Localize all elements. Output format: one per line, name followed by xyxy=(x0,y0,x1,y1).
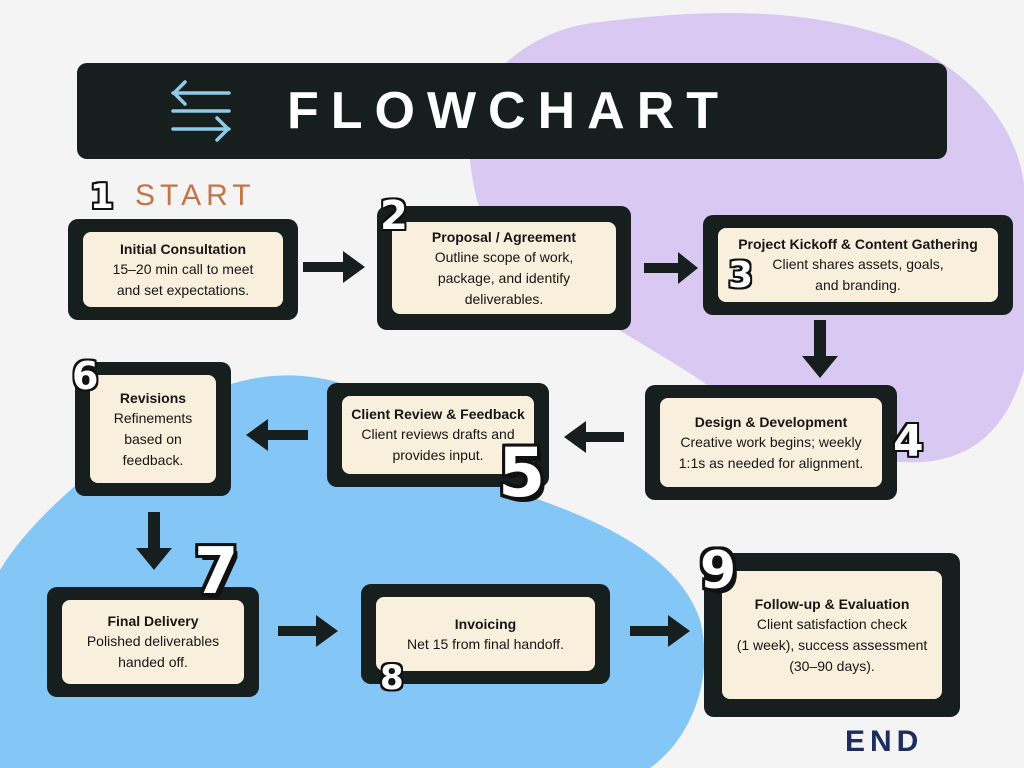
step-description: Creative work begins; weekly 1:1s as nee… xyxy=(678,433,864,471)
step-number-2: 2 xyxy=(380,193,408,239)
step-title: Final Delivery xyxy=(107,613,199,629)
step-box-3: Project Kickoff & Content Gathering Clie… xyxy=(703,215,1013,315)
step-card: Follow-up & Evaluation Client satisfacti… xyxy=(722,571,942,699)
step-card: Design & Development Creative work begin… xyxy=(660,398,882,487)
step-box-7: Final Delivery Polished deliverables han… xyxy=(47,587,259,697)
step-card: Initial Consultation 15–20 min call to m… xyxy=(83,232,283,307)
step-title: Invoicing xyxy=(454,615,517,632)
step-box-5: Client Review & Feedback Client reviews … xyxy=(327,383,549,487)
step-box-6: Revisions Refinements based on feedback. xyxy=(75,362,231,496)
step-title: Initial Consultation xyxy=(120,240,246,257)
step-card: Proposal / Agreement Outline scope of wo… xyxy=(392,222,616,314)
step-number-9: 9 xyxy=(700,541,737,601)
step-box-2: Proposal / Agreement Outline scope of wo… xyxy=(377,206,631,330)
title-banner: FLOWCHART xyxy=(77,63,947,159)
step-box-4: Design & Development Creative work begin… xyxy=(645,385,897,500)
step-description: Client reviews drafts and provides input… xyxy=(361,426,515,463)
step-description: Client shares assets, goals, and brandin… xyxy=(772,256,944,293)
step-box-8: Invoicing Net 15 from final handoff. xyxy=(361,584,610,684)
step-card: Final Delivery Polished deliverables han… xyxy=(62,600,244,684)
arrow-left-icon xyxy=(564,421,624,453)
arrow-right-icon xyxy=(278,615,338,647)
swap-arrows-icon xyxy=(171,80,231,142)
step-description: Polished deliverables handed off. xyxy=(86,633,220,670)
step-title: Project Kickoff & Content Gathering xyxy=(738,236,978,252)
start-label: START xyxy=(135,179,256,212)
step-number-3: 3 xyxy=(728,255,754,296)
arrow-left-icon xyxy=(246,419,308,451)
step-number-7: 7 xyxy=(194,535,239,609)
step-number-1: 1 xyxy=(90,177,114,217)
step-card: Invoicing Net 15 from final handoff. xyxy=(376,597,595,671)
step-box-1: Initial Consultation 15–20 min call to m… xyxy=(68,219,298,320)
arrow-right-icon xyxy=(630,615,690,647)
arrow-down-icon xyxy=(802,320,838,378)
end-label: END xyxy=(845,725,924,758)
step-title: Follow-up & Evaluation xyxy=(754,595,910,612)
page-title: FLOWCHART xyxy=(287,82,731,140)
arrow-down-icon xyxy=(136,512,172,570)
step-box-9: Follow-up & Evaluation Client satisfacti… xyxy=(704,553,960,717)
step-title: Proposal / Agreement xyxy=(431,228,577,245)
step-description: 15–20 min call to meet and set expectati… xyxy=(112,260,254,298)
step-card: Client Review & Feedback Client reviews … xyxy=(342,396,534,474)
step-card: Revisions Refinements based on feedback. xyxy=(90,375,216,483)
step-title: Client Review & Feedback xyxy=(351,406,525,422)
step-description: Net 15 from final handoff. xyxy=(407,635,564,652)
step-number-8: 8 xyxy=(380,658,404,698)
step-card: Project Kickoff & Content Gathering Clie… xyxy=(718,228,998,302)
step-number-6: 6 xyxy=(72,354,99,398)
arrow-right-icon xyxy=(644,252,698,284)
step-title: Design & Development xyxy=(694,413,848,430)
step-description: Outline scope of work, package, and iden… xyxy=(434,248,574,307)
step-description: Client satisfaction check (1 week), succ… xyxy=(736,615,928,674)
step-description: Refinements based on feedback. xyxy=(113,409,193,468)
step-number-4: 4 xyxy=(893,416,924,467)
arrow-right-icon xyxy=(303,251,365,283)
step-number-5: 5 xyxy=(498,434,546,513)
step-title: Revisions xyxy=(119,389,187,406)
